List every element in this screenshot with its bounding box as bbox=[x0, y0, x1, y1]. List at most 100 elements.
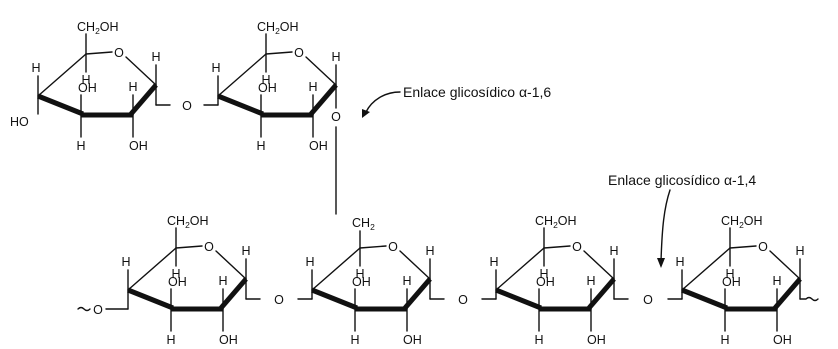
ring-bond-bold bbox=[773, 277, 802, 310]
ring-oxygen: O bbox=[204, 240, 214, 254]
alpha14-arrow-head bbox=[657, 258, 665, 268]
ch2-group: CH2 bbox=[352, 216, 375, 232]
ring-bond bbox=[125, 56, 157, 86]
alpha16-arrow-line bbox=[365, 91, 401, 113]
oh-group: OH bbox=[352, 275, 371, 289]
ring-bond-bold bbox=[403, 277, 432, 310]
ring-bond-bold bbox=[681, 287, 728, 311]
alpha14-link-3-oxygen: O bbox=[643, 293, 653, 307]
ring-oxygen: O bbox=[758, 240, 768, 254]
ring-bond-bold bbox=[311, 287, 358, 311]
ring-bond bbox=[543, 245, 571, 249]
alpha14-link-2-oxygen: O bbox=[458, 293, 468, 307]
ring-bond-bold bbox=[217, 93, 264, 117]
alpha14-arrow-line bbox=[660, 189, 671, 263]
oh-group: OH bbox=[168, 275, 187, 289]
h-atom: H bbox=[539, 267, 548, 281]
oh-group: OH bbox=[722, 275, 741, 289]
oh-group: OH bbox=[129, 139, 148, 153]
ring-bond bbox=[729, 245, 757, 249]
oh-group: OH bbox=[78, 81, 97, 95]
annotations: Enlace glicosídico α-1,6 Enlace glicosíd… bbox=[362, 84, 756, 268]
ring-oxygen: O bbox=[388, 240, 398, 254]
ch2oh-group: CH2OH bbox=[257, 20, 299, 36]
h-atom: H bbox=[534, 333, 543, 347]
ring-oxygen: O bbox=[114, 46, 124, 60]
h-atom: H bbox=[151, 50, 160, 64]
h-atom: H bbox=[425, 244, 434, 258]
ring-bond bbox=[495, 247, 545, 291]
ring-bond-bold bbox=[587, 277, 616, 310]
h-atom: H bbox=[241, 244, 250, 258]
ring-bond-bold bbox=[37, 93, 84, 117]
alpha14-link-1-oxygen: O bbox=[274, 293, 284, 307]
ring-bond-bold bbox=[127, 287, 174, 311]
h-atom: H bbox=[81, 73, 90, 87]
chain-oxygen-start: O bbox=[93, 303, 103, 317]
ring-bond bbox=[399, 250, 431, 280]
ring-bond-bold bbox=[495, 287, 542, 311]
h-atom: H bbox=[402, 274, 411, 288]
ring-bond bbox=[583, 250, 615, 280]
ring-oxygen: O bbox=[294, 46, 304, 60]
ch2oh-group: CH2OH bbox=[77, 20, 119, 36]
ho-group: HO bbox=[10, 115, 29, 129]
ring-bond-bold bbox=[309, 83, 338, 116]
h-atom: H bbox=[211, 61, 220, 75]
alpha16-arrow-head bbox=[362, 109, 370, 118]
oh-group: OH bbox=[219, 333, 238, 347]
ch2oh-group: CH2OH bbox=[167, 214, 209, 230]
oh-group: OH bbox=[536, 275, 555, 289]
oh-group: OH bbox=[258, 81, 277, 95]
ring-bond bbox=[127, 247, 177, 291]
alpha16-label: Enlace glicosídico α-1,6 bbox=[403, 84, 551, 100]
ring-bond bbox=[37, 53, 87, 97]
chain-continuation bbox=[799, 296, 819, 302]
ch2oh-group: CH2OH bbox=[535, 214, 577, 230]
h-atom: H bbox=[609, 244, 618, 258]
glucose-units: OCH2OHHHHOHHHOHOCH2OHHHHOHHHOHOCH2OHHHHO… bbox=[31, 20, 804, 347]
h-atom: H bbox=[171, 267, 180, 281]
h-atom: H bbox=[725, 267, 734, 281]
h-atom: H bbox=[31, 61, 40, 75]
h-atom: H bbox=[128, 80, 137, 94]
ring-bond bbox=[265, 51, 293, 55]
ring-bond-bold bbox=[129, 83, 158, 116]
h-atom: H bbox=[355, 267, 364, 281]
ring-bond bbox=[215, 250, 247, 280]
h-atom: H bbox=[121, 255, 130, 269]
h-atom: H bbox=[166, 333, 175, 347]
ring-bond bbox=[305, 56, 337, 86]
h-atom: H bbox=[331, 50, 340, 64]
ring-bond bbox=[217, 53, 267, 97]
alpha14-link-top-oxygen: O bbox=[182, 99, 192, 113]
chain-continuation bbox=[77, 306, 91, 312]
h-atom: H bbox=[795, 244, 804, 258]
ch2oh-group: CH2OH bbox=[721, 214, 763, 230]
h-atom: H bbox=[256, 139, 265, 153]
h-atom: H bbox=[308, 80, 317, 94]
h-atom: H bbox=[218, 274, 227, 288]
h-atom: H bbox=[720, 333, 729, 347]
ring-oxygen: O bbox=[572, 240, 582, 254]
h-atom: H bbox=[76, 139, 85, 153]
ring-bond bbox=[311, 247, 361, 291]
alpha16-oxygen: O bbox=[331, 110, 341, 124]
h-atom: H bbox=[489, 255, 498, 269]
oh-group: OH bbox=[403, 333, 422, 347]
oh-group: OH bbox=[587, 333, 606, 347]
h-atom: H bbox=[586, 274, 595, 288]
ring-bond-bold bbox=[219, 277, 248, 310]
ring-bond bbox=[85, 51, 113, 55]
ring-bond bbox=[681, 247, 731, 291]
ring-bond bbox=[175, 245, 203, 249]
oh-group: OH bbox=[773, 333, 792, 347]
